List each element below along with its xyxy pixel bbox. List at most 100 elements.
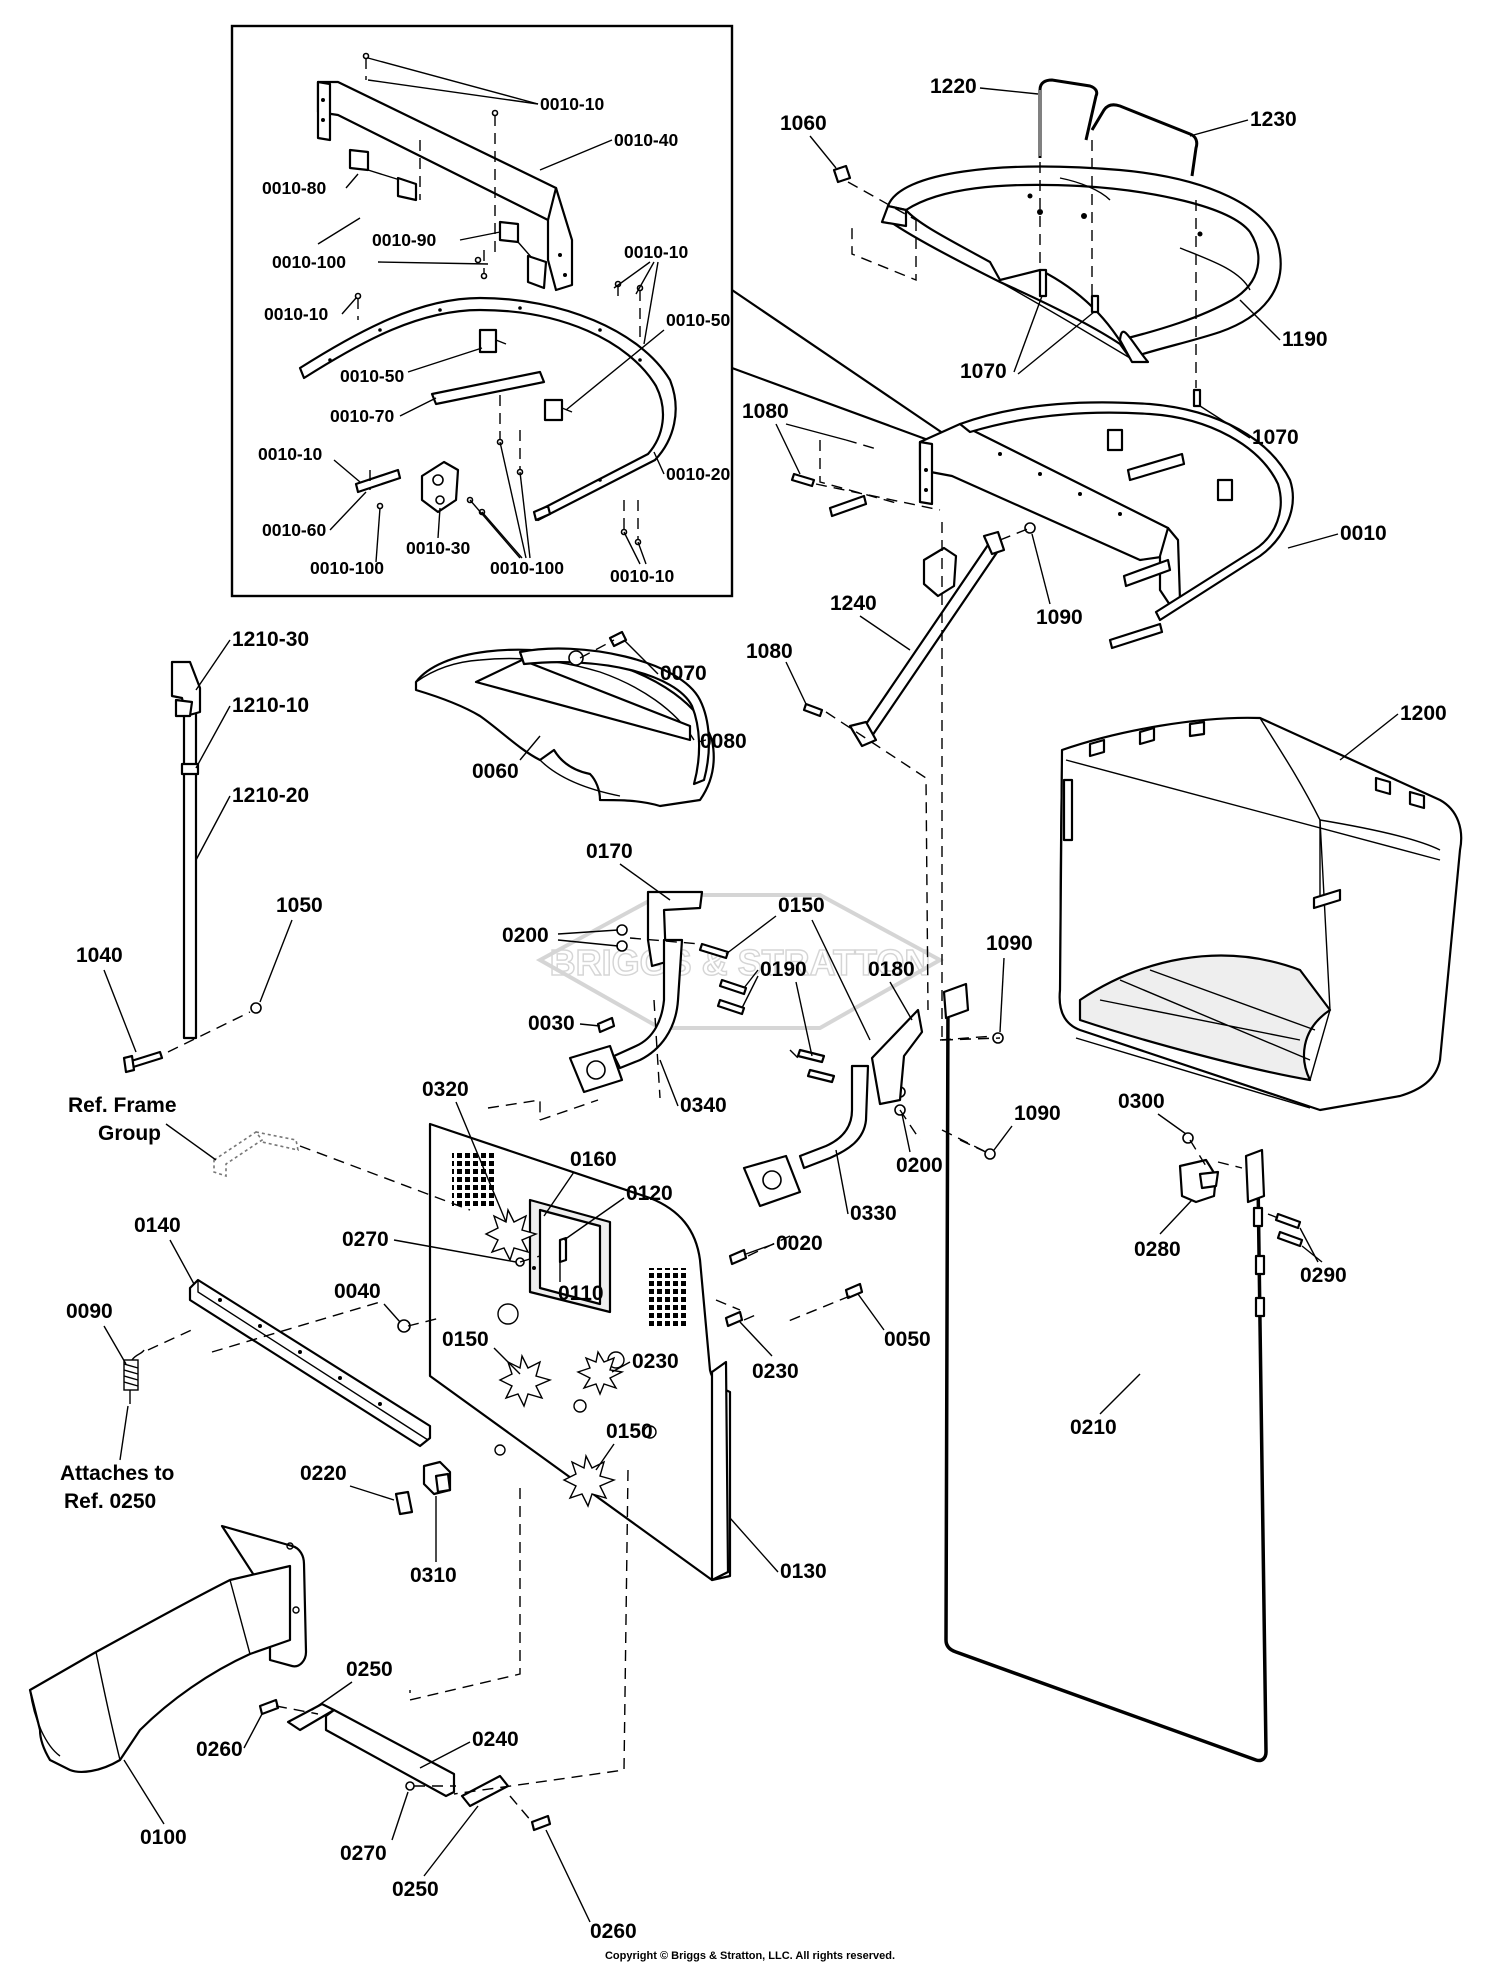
- part-0150-bolts: [698, 942, 748, 1016]
- part-label: 0010-100: [310, 558, 384, 578]
- part-1240-strut: [848, 530, 1006, 748]
- part-label: 0010-50: [340, 366, 404, 386]
- part-label: 0320: [422, 1078, 469, 1101]
- ref-frame-group-ghost: [213, 1130, 300, 1178]
- part-0320-star: [484, 1207, 539, 1262]
- part-0200-washers: [616, 924, 906, 1116]
- part-0070-screw: [568, 630, 628, 666]
- part-label: 0250: [346, 1658, 393, 1681]
- part-label: 0010: [1340, 522, 1387, 545]
- hardware-path: [579, 639, 615, 659]
- hardware-path: [899, 1109, 921, 1141]
- part-label: 1070: [1252, 426, 1299, 449]
- part-label: 0250: [392, 1878, 439, 1901]
- watermark-text: BRIGGS & STRATTON: [550, 942, 931, 983]
- part-label: 0280: [1134, 1238, 1181, 1261]
- part-label: 0140: [134, 1214, 181, 1237]
- part-label: 0030: [528, 1012, 575, 1035]
- part-0260-screws: [258, 1698, 552, 1832]
- part-0020-screw: [728, 1248, 748, 1266]
- part-label: 0070: [660, 662, 707, 685]
- part-label: 0090: [66, 1300, 113, 1323]
- assembly-paths: [211, 140, 1279, 1823]
- part-0150-star-upper: [498, 1353, 553, 1408]
- part-0330-pedal: [742, 1064, 870, 1208]
- part-label: 0130: [780, 1560, 827, 1583]
- part-label: 0010-50: [666, 310, 730, 330]
- part-label: 1210-20: [232, 784, 309, 807]
- detail-inset-frame: [230, 24, 734, 598]
- inset-bracket-50a: [478, 328, 507, 354]
- part-label: 0050: [884, 1328, 931, 1351]
- part-label: 0010-10: [540, 94, 604, 114]
- part-1210-handle: [170, 660, 202, 1040]
- callouts: 1220 1230 1060 1190 1070 1070 1080 0010 …: [60, 75, 1447, 1943]
- inset-mount-bracket-80: [348, 148, 418, 202]
- part-label: 1080: [746, 640, 793, 663]
- part-label: 0040: [334, 1280, 381, 1303]
- part-label: 0190: [760, 958, 807, 981]
- inset-callouts: 0010-10 0010-40 0010-80 0010-90 0010-100…: [258, 57, 730, 586]
- part-label: 0010-80: [262, 178, 326, 198]
- part-label: 0010-40: [614, 130, 678, 150]
- part-label: 0170: [586, 840, 633, 863]
- part-0080-seal: [518, 647, 711, 786]
- part-label: 0200: [896, 1154, 943, 1177]
- inset-bracket-50b: [543, 398, 573, 422]
- part-label: 0010-30: [406, 538, 470, 558]
- hardware-path: [789, 1049, 801, 1061]
- part-label: 1210-30: [232, 628, 309, 651]
- part-label: 1090: [986, 932, 1033, 955]
- part-label: 1040: [76, 944, 123, 967]
- part-label: 0240: [472, 1728, 519, 1751]
- part-label: 0200: [502, 924, 549, 947]
- vent-grid-left: [452, 1150, 496, 1206]
- part-0150-star-lower: [562, 1453, 617, 1508]
- part-0230-screw: [724, 1310, 744, 1328]
- part-0090-spring: [123, 1349, 145, 1404]
- part-1050-nut: [250, 1002, 262, 1014]
- part-label: 1080: [742, 400, 789, 423]
- part-label: 0330: [850, 1202, 897, 1225]
- inset-callout-line: [731, 289, 951, 439]
- part-label: 0290: [1300, 1264, 1347, 1287]
- part-label: 1070: [960, 360, 1007, 383]
- hardware-path: [147, 1327, 197, 1351]
- part-1080-bolts: [790, 472, 824, 718]
- part-label: 0010-10: [624, 242, 688, 262]
- part-0190-bolts: [796, 1048, 836, 1084]
- part-0290-bolts: [1274, 1212, 1304, 1248]
- part-label: 0270: [340, 1842, 387, 1865]
- part-label: 0270: [342, 1228, 389, 1251]
- inset-clamp-30: [420, 460, 460, 514]
- part-0210-frame: [942, 982, 1268, 1763]
- part-label: 0150: [778, 894, 825, 917]
- part-label: 1050: [276, 894, 323, 917]
- inset-lower-strap: [532, 504, 552, 522]
- part-0180-bracket: [870, 1008, 924, 1106]
- hardware-path: [629, 937, 701, 945]
- inset-callout-line: [731, 366, 951, 450]
- part-label: 1240: [830, 592, 877, 615]
- part-label: 1200: [1400, 702, 1447, 725]
- part-label: 0230: [632, 1350, 679, 1373]
- part-1040-screw: [122, 1050, 164, 1074]
- watermark-logo: BRIGGS & STRATTON: [535, 893, 945, 1030]
- part-1200-bag: [1058, 716, 1463, 1112]
- part-0220-key: [394, 1490, 414, 1516]
- part-label: 0340: [680, 1094, 727, 1117]
- part-0140-strip: [188, 1278, 432, 1448]
- note-ref-frame-line1: Ref. Frame: [68, 1094, 177, 1117]
- part-label: 0120: [626, 1182, 673, 1205]
- part-0130-panel: [428, 1122, 732, 1582]
- copyright-notice: Copyright © Briggs & Stratton, LLC. All …: [604, 1950, 896, 1962]
- part-label: 1060: [780, 112, 827, 135]
- part-label: 0010-10: [258, 444, 322, 464]
- part-label: 1090: [1036, 606, 1083, 629]
- part-0250-bracket-lower: [460, 1774, 510, 1808]
- part-label: 0310: [410, 1564, 457, 1587]
- part-label: 0160: [570, 1148, 617, 1171]
- part-0010-frame: [828, 401, 1294, 650]
- part-label: 1230: [1250, 108, 1297, 131]
- part-0120-pin: [558, 1236, 568, 1264]
